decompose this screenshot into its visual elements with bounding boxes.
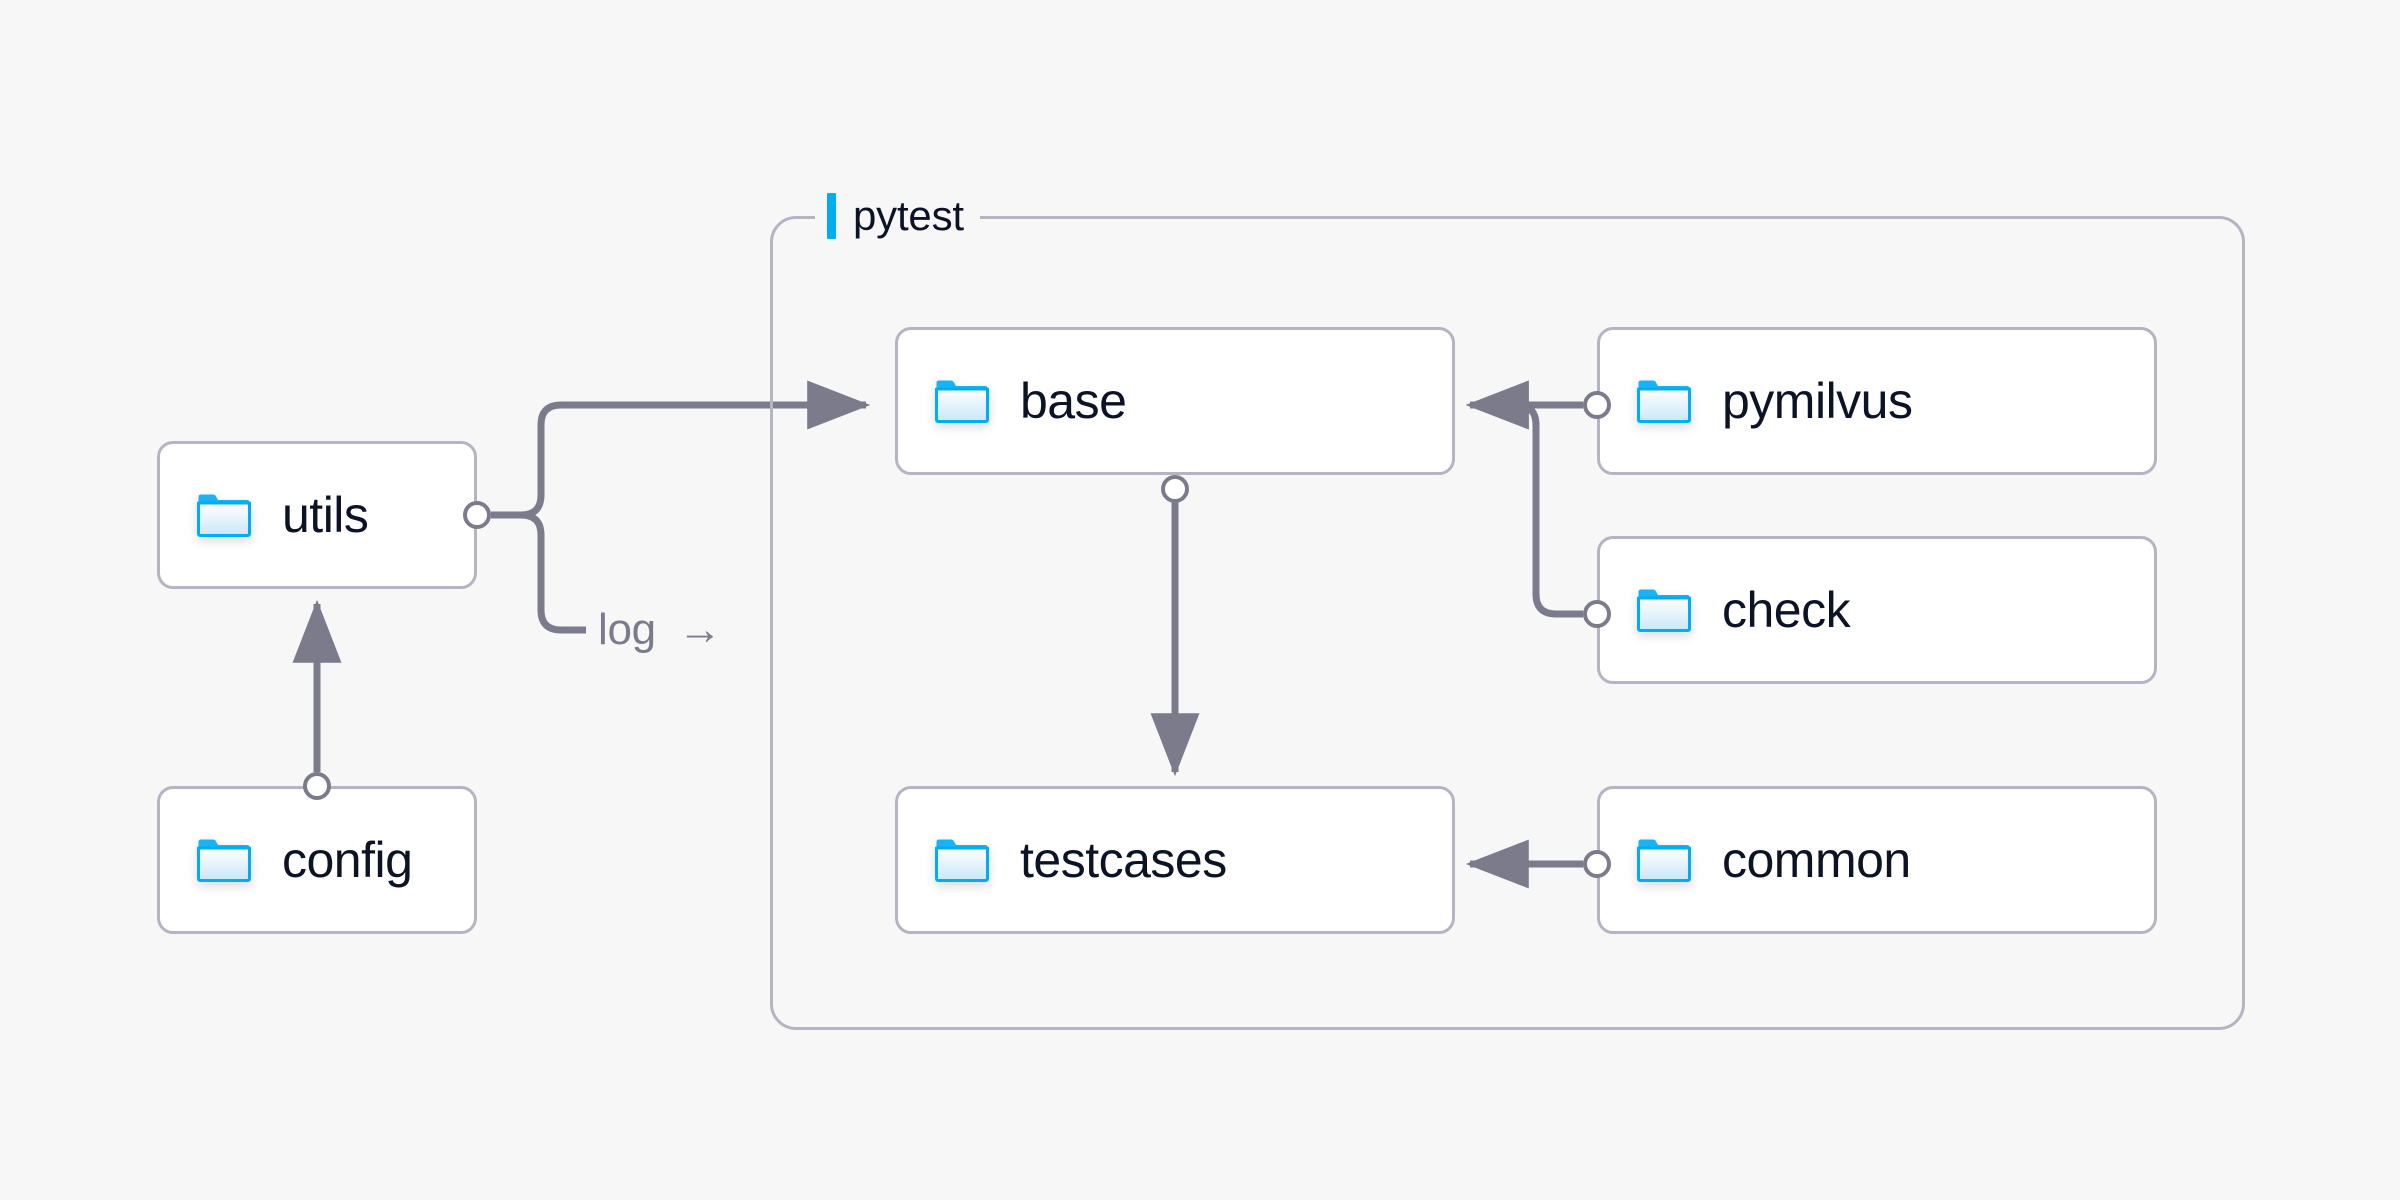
port-common-left[interactable] — [1583, 850, 1611, 878]
node-label-pymilvus: pymilvus — [1722, 373, 1913, 429]
node-label-utils: utils — [282, 487, 369, 543]
port-config-top[interactable] — [303, 772, 331, 800]
node-utils[interactable]: utils — [157, 441, 477, 589]
node-label-check: check — [1722, 582, 1851, 638]
port-pymilvus-left[interactable] — [1583, 391, 1611, 419]
folder-icon — [1636, 837, 1692, 883]
node-common[interactable]: common — [1597, 786, 2157, 934]
node-label-base: base — [1020, 373, 1127, 429]
node-pymilvus[interactable]: pymilvus — [1597, 327, 2157, 475]
port-utils-right[interactable] — [463, 501, 491, 529]
group-accent-bar — [827, 193, 836, 239]
node-base[interactable]: base — [895, 327, 1455, 475]
folder-icon — [1636, 378, 1692, 424]
node-check[interactable]: check — [1597, 536, 2157, 684]
port-base-bottom[interactable] — [1161, 475, 1189, 503]
node-testcases[interactable]: testcases — [895, 786, 1455, 934]
folder-icon — [196, 492, 252, 538]
group-title-label: pytest — [853, 192, 964, 239]
edge-label-log: log → — [598, 608, 722, 652]
node-label-common: common — [1722, 832, 1911, 888]
folder-icon — [934, 837, 990, 883]
edge-label-log-text: log — [598, 605, 656, 654]
folder-icon — [934, 378, 990, 424]
arrow-right-icon: → — [677, 605, 722, 654]
edge-utils-to-log — [491, 511, 586, 634]
group-title-pytest: pytest — [815, 188, 980, 244]
folder-icon — [196, 837, 252, 883]
group-pytest — [770, 216, 2245, 1030]
folder-icon — [1636, 587, 1692, 633]
node-label-testcases: testcases — [1020, 832, 1227, 888]
node-config[interactable]: config — [157, 786, 477, 934]
port-check-left[interactable] — [1583, 600, 1611, 628]
node-label-config: config — [282, 832, 413, 888]
